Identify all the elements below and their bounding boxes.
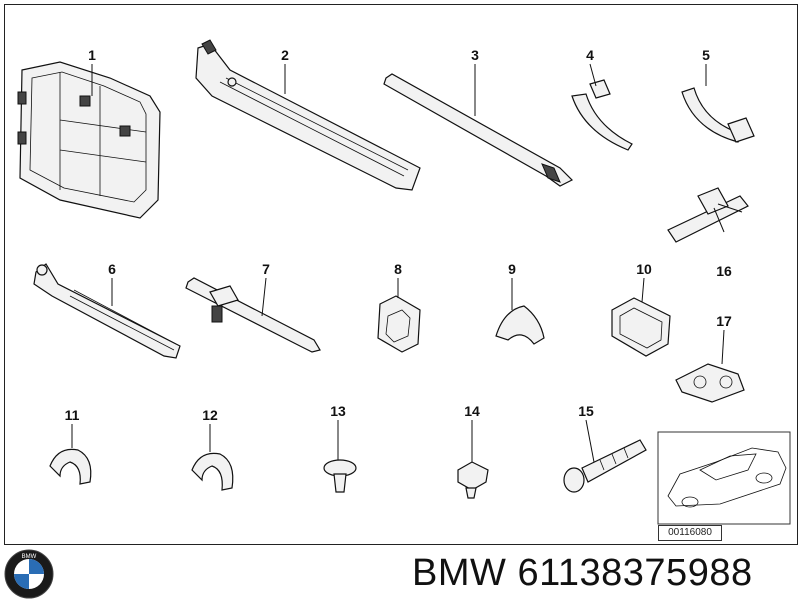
part-17-double-clip[interactable] — [675, 363, 745, 403]
part-9-spring-clip[interactable] — [495, 305, 545, 345]
leader-7 — [261, 277, 267, 317]
leader-10 — [641, 277, 645, 303]
part-label-2: 2 — [281, 47, 289, 63]
part-label-7: 7 — [262, 261, 270, 277]
bmw-logo-lettering: BMW — [22, 554, 37, 560]
car-sedan-icon — [667, 447, 787, 508]
footer-brand: BMW — [412, 552, 507, 594]
footer-part-number: BMW 61138375988 — [412, 548, 753, 598]
part-label-6: 6 — [108, 261, 116, 277]
part-12-clamp[interactable] — [191, 452, 234, 491]
part-label-3: 3 — [471, 47, 479, 63]
footer-part-code: 61138375988 — [517, 552, 753, 594]
part-6-ladder-strap[interactable] — [33, 263, 181, 359]
part-label-12: 12 — [202, 407, 218, 423]
part-5-clamp-strap[interactable] — [681, 87, 755, 143]
leader-4 — [589, 63, 597, 87]
diagram-code: 00116080 — [658, 525, 722, 541]
part-14-nut-clip[interactable] — [457, 461, 489, 499]
part-label-5: 5 — [702, 47, 710, 63]
part-label-8: 8 — [394, 261, 402, 277]
part-label-16: 16 — [716, 263, 732, 279]
leader-17 — [721, 329, 725, 365]
leader-15 — [585, 419, 595, 463]
part-10-frame-clip[interactable] — [611, 297, 671, 357]
part-label-11: 11 — [65, 407, 80, 423]
part-label-10: 10 — [636, 261, 652, 277]
part-11-clamp[interactable] — [49, 448, 92, 485]
part-2-cable-strap[interactable] — [195, 39, 421, 191]
part-label-13: 13 — [330, 403, 346, 419]
part-4-curved-strap[interactable] — [571, 79, 633, 151]
part-1-bracket[interactable] — [17, 61, 161, 219]
part-label-4: 4 — [586, 47, 594, 63]
part-8-holder-clip[interactable] — [377, 295, 421, 353]
bmw-roundel-icon: BMW — [4, 549, 54, 599]
leader-16 — [713, 207, 725, 233]
part-16-rail-clip[interactable] — [667, 187, 749, 243]
part-label-9: 9 — [508, 261, 516, 277]
part-3-cable-tie[interactable] — [383, 73, 574, 187]
part-7-tie-anchor[interactable] — [185, 277, 321, 353]
part-15-fir-tree-pin[interactable] — [563, 439, 647, 493]
part-label-15: 15 — [578, 403, 594, 419]
part-label-1: 1 — [88, 47, 96, 63]
part-label-17: 17 — [716, 313, 732, 329]
part-13-push-rivet[interactable] — [323, 459, 357, 493]
part-label-14: 14 — [464, 403, 480, 419]
vehicle-locator-inset — [657, 431, 791, 525]
